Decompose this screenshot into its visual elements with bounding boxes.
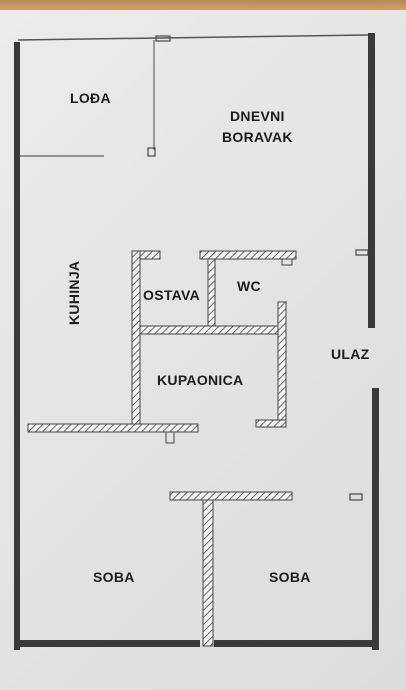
wc-top-wall	[199, 250, 297, 260]
bathroom-right-wall	[277, 301, 287, 427]
room-label-soba-right: SOBA	[269, 569, 311, 585]
room-label-kuhinja: KUHINJA	[66, 260, 82, 325]
ostava-bottom-wall	[139, 325, 285, 335]
rooms-top-wall	[169, 491, 293, 501]
wc-door-mark	[281, 258, 293, 266]
right-outer-wall-upper	[368, 33, 375, 328]
room-label-ulaz: ULAZ	[331, 346, 370, 362]
room-label-ostava: OSTAVA	[143, 287, 201, 303]
interior-walls	[27, 250, 297, 647]
loggia-lines	[20, 35, 171, 157]
rooms-divider-wall	[202, 499, 214, 647]
bathroom-right-stub	[255, 419, 287, 428]
hallway-wall	[27, 423, 199, 433]
entrance-marks	[349, 249, 369, 501]
top-wall-thin	[17, 34, 369, 41]
ostava-left-wall	[131, 250, 141, 428]
bottom-wall-right	[214, 640, 378, 647]
bottom-wall-left	[18, 640, 200, 647]
hallway-door-mark	[165, 431, 175, 444]
room-label-dnevni: DNEVNI	[230, 108, 285, 124]
room-label-loda: LOĐA	[70, 90, 111, 106]
right-outer-wall-lower	[372, 388, 379, 650]
room-label-kupaonica: KUPAONICA	[157, 372, 244, 388]
door-mark-loggia	[147, 147, 156, 157]
room-label-wc: WC	[237, 278, 261, 294]
room-label-soba-left: SOBA	[93, 569, 135, 585]
left-outer-wall	[14, 42, 20, 650]
room-label-boravak: BORAVAK	[222, 129, 293, 145]
outer-walls	[14, 33, 379, 650]
window-mark-top	[155, 35, 171, 42]
ostava-wc-divider	[207, 258, 216, 328]
